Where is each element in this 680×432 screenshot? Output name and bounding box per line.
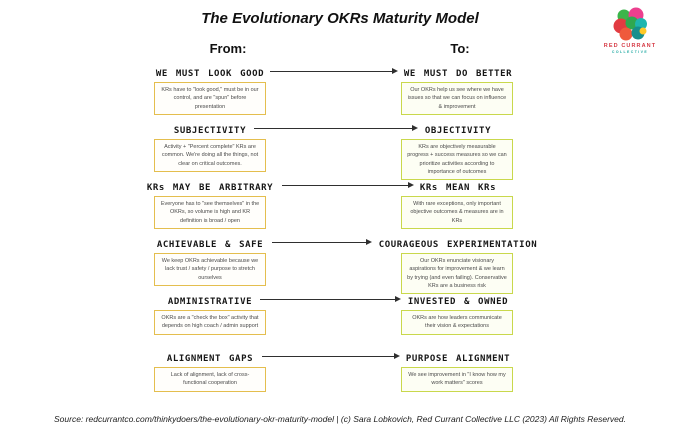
column-header-from: From: — [209, 41, 247, 56]
to-note-box: KRs are objectively measurable progress … — [401, 139, 513, 180]
from-note-box: Activity + "Percent complete" KRs are co… — [154, 139, 266, 172]
arrow-right-icon — [272, 238, 372, 245]
logo-subtitle: COLLECTIVE — [611, 50, 649, 54]
mapping-row: ACHIEVABLE & SAFE COURAGEOUS EXPERIMENTA… — [0, 235, 680, 294]
arrow-right-icon — [254, 124, 418, 131]
mapping-row: ADMINISTRATIVE INVESTED & OWNED OKRs are… — [0, 292, 680, 349]
from-heading: SUBJECTIVITY — [168, 125, 252, 136]
mapping-rows: WE MUST LOOK GOOD WE MUST DO BETTER KRs … — [0, 64, 680, 406]
mapping-row: SUBJECTIVITY OBJECTIVITY Activity + "Per… — [0, 121, 680, 180]
to-note-box: Our OKRs enunciate visionary aspirations… — [401, 253, 513, 294]
mapping-row: WE MUST LOOK GOOD WE MUST DO BETTER KRs … — [0, 64, 680, 121]
from-note-box: KRs have to "look good," must be in our … — [154, 82, 266, 115]
to-note-box: With rare exceptions, only important obj… — [401, 196, 513, 229]
mapping-row: ALIGNMENT GAPS PURPOSE ALIGNMENT Lack of… — [0, 349, 680, 406]
to-heading: OBJECTIVITY — [419, 125, 497, 136]
to-heading: COURAGEOUS EXPERIMENTATION — [373, 239, 543, 250]
berry-cluster-icon — [590, 7, 670, 41]
to-note-box: We see improvement in "I know how my wor… — [401, 367, 513, 392]
mapping-row: KRs MAY BE ARBITRARY KRs MEAN KRs Everyo… — [0, 178, 680, 235]
from-note-box: We keep OKRs achievable because we lack … — [154, 253, 266, 286]
to-heading: PURPOSE ALIGNMENT — [400, 353, 516, 364]
from-note-box: Everyone has to "see themselves" in the … — [154, 196, 266, 229]
arrow-right-icon — [282, 181, 414, 188]
to-heading: INVESTED & OWNED — [402, 296, 514, 307]
from-heading: ACHIEVABLE & SAFE — [151, 239, 269, 250]
from-note-box: OKRs are a "check the box" activity that… — [154, 310, 266, 335]
from-heading: ADMINISTRATIVE — [162, 296, 258, 307]
arrow-right-icon — [260, 295, 401, 302]
to-note-box: OKRs are how leaders communicate their v… — [401, 310, 513, 335]
page-title: The Evolutionary OKRs Maturity Model — [201, 10, 479, 27]
source-attribution: Source: redcurrantco.com/thinkydoers/the… — [54, 414, 626, 424]
to-heading: WE MUST DO BETTER — [398, 68, 518, 79]
arrow-right-icon — [270, 67, 398, 74]
from-heading: KRs MAY BE ARBITRARY — [141, 182, 279, 193]
from-note-box: Lack of alignment, lack of cross-functio… — [154, 367, 266, 392]
arrow-right-icon — [262, 352, 400, 359]
to-note-box: Our OKRs help us see where we have issue… — [401, 82, 513, 115]
logo-name: RED CURRANT — [603, 43, 657, 49]
column-header-to: To: — [450, 41, 470, 56]
to-heading: KRs MEAN KRs — [414, 182, 502, 193]
red-currant-logo: RED CURRANT COLLECTIVE — [590, 7, 670, 54]
from-heading: ALIGNMENT GAPS — [161, 353, 259, 364]
from-heading: WE MUST LOOK GOOD — [150, 68, 270, 79]
